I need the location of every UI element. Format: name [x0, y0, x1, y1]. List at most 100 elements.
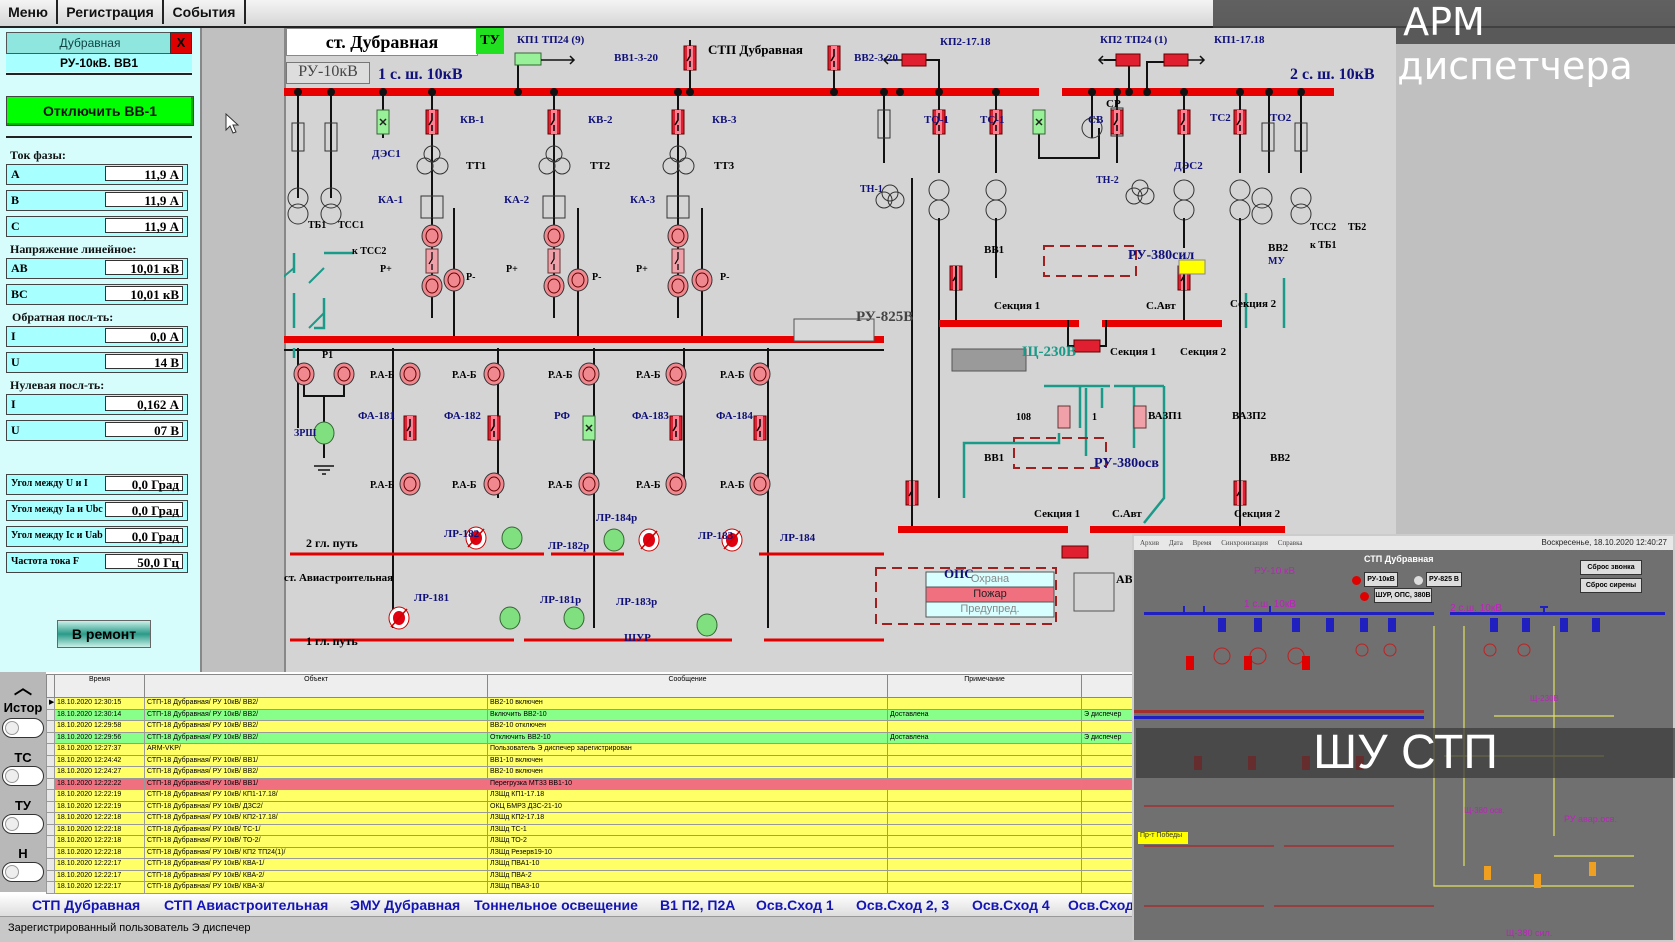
inset-menu-sync[interactable]: Синхронизация	[1221, 539, 1268, 547]
ts1-label[interactable]: ТС-1	[980, 114, 1005, 126]
av-label[interactable]: АВ	[1116, 572, 1133, 586]
tab-emu-dubravnaya[interactable]: ЭМУ Дубравная	[350, 897, 461, 913]
inset-shur-button[interactable]: ШУР, ОПС, 380В	[1374, 588, 1432, 603]
ops-label[interactable]: ОПС	[944, 566, 974, 581]
shur-label[interactable]: ШУР	[624, 632, 651, 644]
tab-stp-dubravnaya[interactable]: СТП Дубравная	[32, 897, 141, 913]
cell-message: ЛЗШд КП2-17.18	[487, 812, 888, 825]
inset-ru10-button[interactable]: РУ-10кВ	[1364, 572, 1398, 587]
reset-siren-button[interactable]: Сброс сирены	[1580, 578, 1642, 593]
ru380sil-label[interactable]: РУ-380сил	[1128, 248, 1195, 263]
col-note[interactable]: Примечание	[887, 674, 1082, 698]
lr181p-label[interactable]: ЛР-181р	[540, 594, 582, 606]
col-message[interactable]: Сообщение	[487, 674, 888, 698]
tu-toggle[interactable]	[2, 814, 44, 834]
inset-ru825-button[interactable]: РУ-825 В	[1426, 572, 1462, 587]
inset-menu-archive[interactable]: Архив	[1140, 539, 1160, 547]
n-toggle[interactable]	[2, 862, 44, 882]
tab-osv-more[interactable]: Осв.Сход	[1068, 897, 1134, 913]
des2-label[interactable]: ДЭС2	[1174, 160, 1203, 172]
ru380osv-label[interactable]: РУ-380осв	[1094, 456, 1159, 471]
fa184-label[interactable]: ФА-184	[716, 410, 753, 422]
inset-sch380osv: Щ-380 осв.	[1464, 806, 1505, 815]
vv1-3-20-label[interactable]: ВВ1-3-20	[614, 52, 658, 64]
lr184p-label[interactable]: ЛР-184р	[596, 512, 638, 524]
fa181-label[interactable]: ФА-181	[358, 410, 395, 422]
ts-toggle[interactable]	[2, 766, 44, 786]
lr183p-label[interactable]: ЛР-183р	[616, 596, 658, 608]
sch230-label[interactable]: Щ-230В	[1022, 344, 1076, 360]
tab-osv-1[interactable]: Осв.Сход 1	[756, 897, 834, 913]
tab-osv-2-3[interactable]: Осв.Сход 2, 3	[856, 897, 950, 913]
inset-menu-time[interactable]: Время	[1192, 539, 1212, 547]
menu-button[interactable]: Меню	[0, 0, 58, 24]
registration-button[interactable]: Регистрация	[58, 0, 164, 24]
ops-fire-state[interactable]: Пожар	[973, 588, 1007, 600]
tab-v1-p2[interactable]: В1 П2, П2А	[660, 897, 736, 913]
close-panel-button[interactable]: X	[170, 32, 192, 54]
col-user[interactable]	[1081, 674, 1133, 698]
ka3-label[interactable]: КА-3	[630, 194, 656, 206]
repair-button[interactable]: В ремонт	[57, 620, 151, 648]
ru825-label[interactable]: РУ-825В	[856, 309, 914, 325]
vv2-3-20-label[interactable]: ВВ2-3-20	[854, 52, 898, 64]
reset-bell-button[interactable]: Сброс звонка	[1580, 560, 1642, 575]
tab-osv-4[interactable]: Осв.Сход 4	[972, 897, 1050, 913]
lr181-label[interactable]: ЛР-181	[414, 592, 450, 604]
ops-warning-state[interactable]: Предупред.	[960, 603, 1020, 615]
tn2-label[interactable]: ТН-2	[1096, 175, 1119, 186]
col-object[interactable]: Объект	[144, 674, 488, 698]
ops-guard-state[interactable]: Охрана	[970, 573, 1010, 585]
tab-stp-aviastroitelnaya[interactable]: СТП Авиастроительная	[164, 897, 329, 913]
ka1-label[interactable]: КА-1	[378, 194, 404, 206]
lr182-label[interactable]: ЛР-182	[444, 528, 480, 540]
cell-user	[1081, 881, 1133, 894]
fa183-label[interactable]: ФА-183	[632, 410, 669, 422]
sv-label[interactable]: СВ	[1088, 114, 1104, 126]
events-button[interactable]: События	[164, 0, 246, 24]
rf-label[interactable]: РФ	[554, 410, 570, 422]
ka2-label[interactable]: КА-2	[504, 194, 530, 206]
des1-label[interactable]: ДЭС1	[372, 148, 401, 160]
kv2-label[interactable]: КВ-2	[588, 114, 613, 126]
scroll-up-icon[interactable]: ︿	[14, 678, 32, 698]
lr184-label[interactable]: ЛР-184	[780, 532, 816, 544]
kv3-label[interactable]: КВ-3	[712, 114, 737, 126]
inset-menu-help[interactable]: Справка	[1277, 539, 1303, 547]
inset-menu-date[interactable]: Дата	[1168, 539, 1183, 547]
kp2-tp24-label[interactable]: КП2 ТП24 (1)	[1100, 34, 1168, 46]
ts2-label[interactable]: ТС2	[1210, 112, 1231, 124]
zrsh-label[interactable]: ЗРШ	[294, 428, 317, 439]
kv1-label[interactable]: КВ-1	[460, 114, 485, 126]
to1-label[interactable]: ТО-1	[924, 114, 949, 126]
fa182-label[interactable]: ФА-182	[444, 410, 481, 422]
lr182p-label[interactable]: ЛР-182р	[548, 540, 590, 552]
lr183-label[interactable]: ЛР-183	[698, 530, 734, 542]
col-time[interactable]: Время	[54, 674, 145, 698]
history-toggle[interactable]	[2, 718, 44, 738]
switch-off-button[interactable]: Отключить ВВ-1	[6, 96, 194, 126]
kp1-tp24-label[interactable]: КП1 ТП24 (9)	[517, 34, 585, 46]
to2-label[interactable]: ТО2	[1270, 112, 1292, 124]
tab-tunnel-lighting[interactable]: Тоннельное освещение	[474, 897, 638, 913]
kp2-1718-label[interactable]: КП2-17.18	[940, 36, 991, 48]
kp1-1718-label[interactable]: КП1-17.18	[1214, 34, 1265, 46]
tn1-label[interactable]: ТН-1	[860, 184, 883, 195]
